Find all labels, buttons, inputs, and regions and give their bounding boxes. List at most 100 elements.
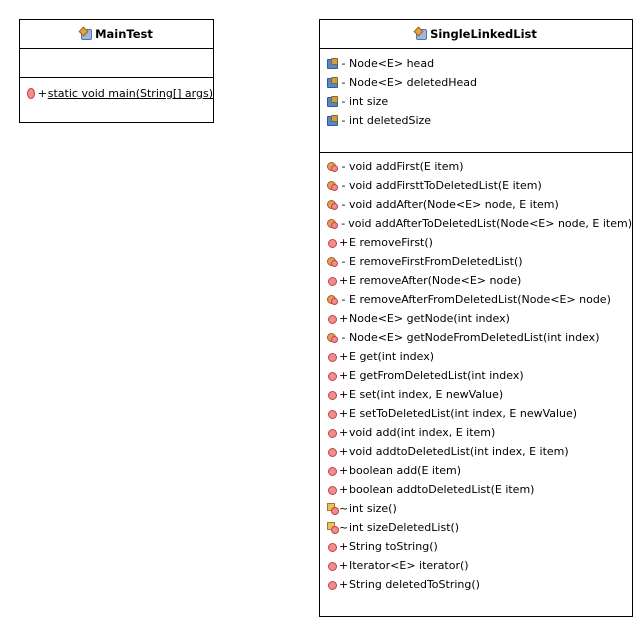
method-row[interactable]: +void add(int index, E item) [320,423,632,442]
class-icon [415,28,428,40]
method-row[interactable]: +String toString() [320,537,632,556]
method-row[interactable]: -E removeFirstFromDeletedList() [320,252,632,271]
private-method-icon [327,161,338,172]
public-method-icon [327,579,338,590]
method-row[interactable]: -void addAfterToDeletedList(Node<E> node… [320,214,632,233]
method-signature: int sizeDeletedList() [349,521,460,534]
method-signature: void addFirst(E item) [349,160,464,173]
public-method-icon [327,389,338,400]
method-row[interactable]: +E removeFirst() [320,233,632,252]
visibility-marker: + [339,274,349,287]
class-box-maintest[interactable]: MainTest + static void main(String[] arg… [19,19,214,123]
method-signature: boolean addtoDeletedList(E item) [349,483,535,496]
class-icon [80,28,93,40]
class-header-maintest: MainTest [20,20,213,49]
method-row[interactable]: +Node<E> getNode(int index) [320,309,632,328]
visibility-marker: - [341,95,346,108]
private-method-icon [327,180,338,191]
visibility-marker: + [339,578,349,591]
public-method-icon [327,484,338,495]
fields-section [20,49,213,78]
field-signature: int size [349,95,389,108]
public-method-icon [327,541,338,552]
visibility-marker: - [341,179,346,192]
method-signature: void addAfter(Node<E> node, E item) [349,198,559,211]
field-signature: Node<E> head [349,57,435,70]
method-row[interactable]: +E set(int index, E newValue) [320,385,632,404]
method-row[interactable]: +E getFromDeletedList(int index) [320,366,632,385]
class-name: SingleLinkedList [430,27,537,41]
method-row[interactable]: ~int size() [320,499,632,518]
method-signature: void add(int index, E item) [349,426,496,439]
public-method-icon [327,275,338,286]
visibility-marker: + [339,426,349,439]
method-signature: E getFromDeletedList(int index) [349,369,524,382]
field-row[interactable]: -int deletedSize [320,111,632,130]
method-row[interactable]: -void addFirst(E item) [320,157,632,176]
method-row[interactable]: +E get(int index) [320,347,632,366]
public-static-method-icon [27,88,35,99]
field-icon [327,58,338,69]
class-name: MainTest [95,27,153,41]
method-row[interactable]: +Iterator<E> iterator() [320,556,632,575]
visibility-marker: + [339,407,349,420]
field-signature: int deletedSize [349,114,432,127]
field-icon [327,96,338,107]
method-signature: static void main(String[] args) [47,87,213,100]
public-method-icon [327,351,338,362]
package-method-icon [327,522,339,534]
method-signature: String deletedToString() [349,578,480,591]
method-signature: Node<E> getNodeFromDeletedList(int index… [349,331,600,344]
method-row[interactable]: +boolean add(E item) [320,461,632,480]
public-method-icon [327,370,338,381]
visibility-marker: + [339,388,349,401]
private-method-icon [327,332,338,343]
private-method-icon [327,256,338,267]
class-box-singlelinkedlist[interactable]: SingleLinkedList -Node<E> head-Node<E> d… [319,19,633,617]
method-signature: E removeAfter(Node<E> node) [349,274,522,287]
method-row[interactable]: + static void main(String[] args) [20,84,213,103]
method-row[interactable]: +E removeAfter(Node<E> node) [320,271,632,290]
method-row[interactable]: +boolean addtoDeletedList(E item) [320,480,632,499]
field-row[interactable]: -Node<E> head [320,54,632,73]
method-signature: Node<E> getNode(int index) [349,312,510,325]
method-signature: E setToDeletedList(int index, E newValue… [349,407,578,420]
visibility-marker: ~ [339,521,349,534]
public-method-icon [327,313,338,324]
method-row[interactable]: +E setToDeletedList(int index, E newValu… [320,404,632,423]
public-method-icon [327,465,338,476]
method-row[interactable]: -E removeAfterFromDeletedList(Node<E> no… [320,290,632,309]
method-signature: Iterator<E> iterator() [349,559,469,572]
method-row[interactable]: +void addtoDeletedList(int index, E item… [320,442,632,461]
private-method-icon [327,218,338,229]
visibility-marker: - [341,255,346,268]
visibility-marker: - [341,114,346,127]
visibility-marker: ~ [339,502,349,515]
field-row[interactable]: -int size [320,92,632,111]
method-row[interactable]: ~int sizeDeletedList() [320,518,632,537]
field-row[interactable]: -Node<E> deletedHead [320,73,632,92]
method-row[interactable]: -void addAfter(Node<E> node, E item) [320,195,632,214]
method-signature: E removeAfterFromDeletedList(Node<E> nod… [349,293,611,306]
private-method-icon [327,199,338,210]
field-icon [327,115,338,126]
visibility-marker: + [37,87,47,100]
method-signature: E removeFirstFromDeletedList() [349,255,523,268]
visibility-marker: - [341,331,346,344]
field-signature: Node<E> deletedHead [349,76,477,89]
visibility-marker: + [339,369,349,382]
class-header-singlelinkedlist: SingleLinkedList [320,20,632,49]
methods-section: + static void main(String[] args) [20,78,213,103]
method-signature: int size() [349,502,397,515]
field-icon [327,77,338,88]
method-signature: void addtoDeletedList(int index, E item) [349,445,569,458]
visibility-marker: + [339,312,349,325]
method-signature: String toString() [349,540,438,553]
public-method-icon [327,427,338,438]
fields-section: -Node<E> head-Node<E> deletedHead-int si… [320,49,632,153]
private-method-icon [327,294,338,305]
method-row[interactable]: -void addFirsttToDeletedList(E item) [320,176,632,195]
method-row[interactable]: -Node<E> getNodeFromDeletedList(int inde… [320,328,632,347]
visibility-marker: + [339,350,349,363]
method-row[interactable]: +String deletedToString() [320,575,632,594]
